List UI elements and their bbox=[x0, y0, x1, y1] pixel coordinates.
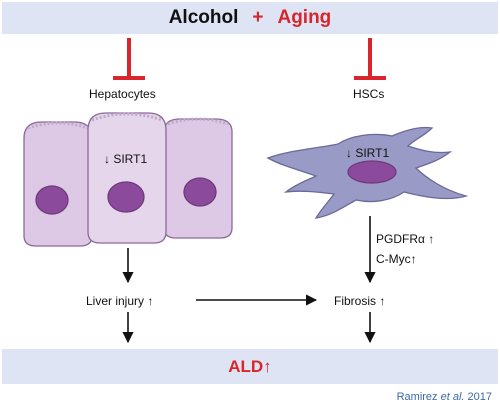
aging-label: Aging bbox=[277, 7, 332, 28]
cmyc-label: C-Myc↑ bbox=[376, 252, 417, 266]
ald-outcome-label: ALD↑ bbox=[228, 357, 272, 376]
hscs-label: HSCs bbox=[353, 87, 385, 101]
hepatocyte-nucleus-right bbox=[183, 177, 217, 207]
footer-band bbox=[2, 349, 498, 384]
alcohol-label: Alcohol bbox=[168, 7, 239, 28]
citation: Ramirez et al. 2017 bbox=[397, 391, 492, 403]
citation-year: 2017 bbox=[464, 391, 492, 403]
hsc-cell bbox=[266, 126, 469, 219]
inhibition-symbol-hscs bbox=[354, 38, 386, 80]
liver-injury-label: Liver injury ↑ bbox=[86, 294, 154, 308]
citation-etal: et al. bbox=[440, 391, 465, 403]
plus-sign: + bbox=[252, 7, 264, 28]
hsc-sirt1-label: ↓ SIRT1 bbox=[346, 146, 390, 160]
hepatocyte-cell-left bbox=[23, 121, 93, 247]
hepatocyte-cell-group bbox=[23, 112, 233, 247]
hepatocyte-sirt1-label: ↓ SIRT1 bbox=[104, 152, 148, 166]
pdgfr-label: PGDFRα ↑ bbox=[376, 232, 435, 246]
header-band bbox=[2, 2, 498, 34]
inhibition-symbol-hepatocytes bbox=[113, 38, 145, 80]
diagram-title: Alcohol + Aging bbox=[0, 3, 500, 33]
citation-author: Ramirez bbox=[396, 391, 441, 403]
fibrosis-label: Fibrosis ↑ bbox=[334, 294, 386, 308]
hepatocyte-cell-center bbox=[87, 112, 167, 244]
hsc-nucleus bbox=[347, 160, 397, 184]
hepatocytes-label: Hepatocytes bbox=[89, 87, 156, 101]
